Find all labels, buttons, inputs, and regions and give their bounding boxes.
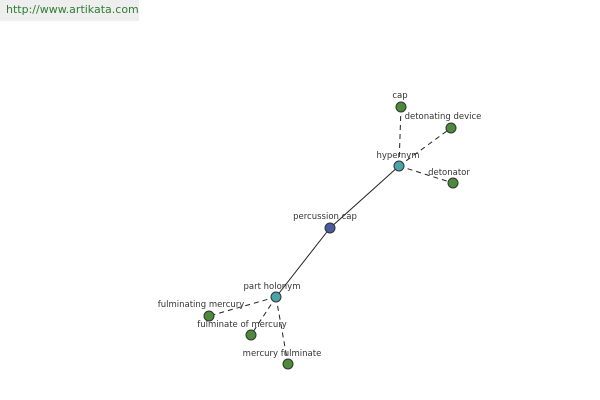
center-node[interactable] bbox=[324, 222, 336, 234]
term-node-fulminating-mercury[interactable] bbox=[203, 310, 215, 322]
edge-part-holonym-mercury-fulminate bbox=[275, 296, 289, 365]
relation-node-label: hypernym bbox=[376, 151, 419, 161]
relation-node-hypernym[interactable] bbox=[393, 160, 405, 172]
term-node-detonator[interactable] bbox=[447, 177, 459, 189]
term-node-label: mercury fulminate bbox=[243, 349, 322, 359]
term-node-mercury-fulminate[interactable] bbox=[282, 358, 294, 370]
center-node-label: percussion cap bbox=[293, 212, 357, 222]
relation-node-part-holonym[interactable] bbox=[270, 291, 282, 303]
term-node-label: cap bbox=[392, 91, 407, 101]
edge-part-holonym-fulminating-mercury bbox=[208, 296, 277, 317]
term-node-cap[interactable] bbox=[395, 101, 407, 113]
term-node-detonating-device[interactable] bbox=[445, 122, 457, 134]
edge-hypernym-detonator bbox=[398, 165, 454, 184]
term-node-label: detonator bbox=[428, 168, 470, 178]
term-node-fulminate-of-mercury[interactable] bbox=[245, 329, 257, 341]
edge-hypernym-cap bbox=[398, 106, 402, 167]
term-node-label: detonating device bbox=[405, 112, 482, 122]
edge-center-hypernym bbox=[329, 165, 400, 229]
edge-part-holonym-fulminate-of-mercury bbox=[250, 296, 277, 336]
site-watermark[interactable]: http://www.artikata.com bbox=[0, 0, 139, 21]
edge-hypernym-detonating-device bbox=[398, 127, 452, 167]
term-node-label: fulminating mercury bbox=[158, 300, 245, 310]
edge-center-part-holonym bbox=[275, 227, 331, 298]
relation-node-label: part holonym bbox=[244, 282, 301, 292]
term-node-label: fulminate of mercury bbox=[197, 320, 287, 330]
